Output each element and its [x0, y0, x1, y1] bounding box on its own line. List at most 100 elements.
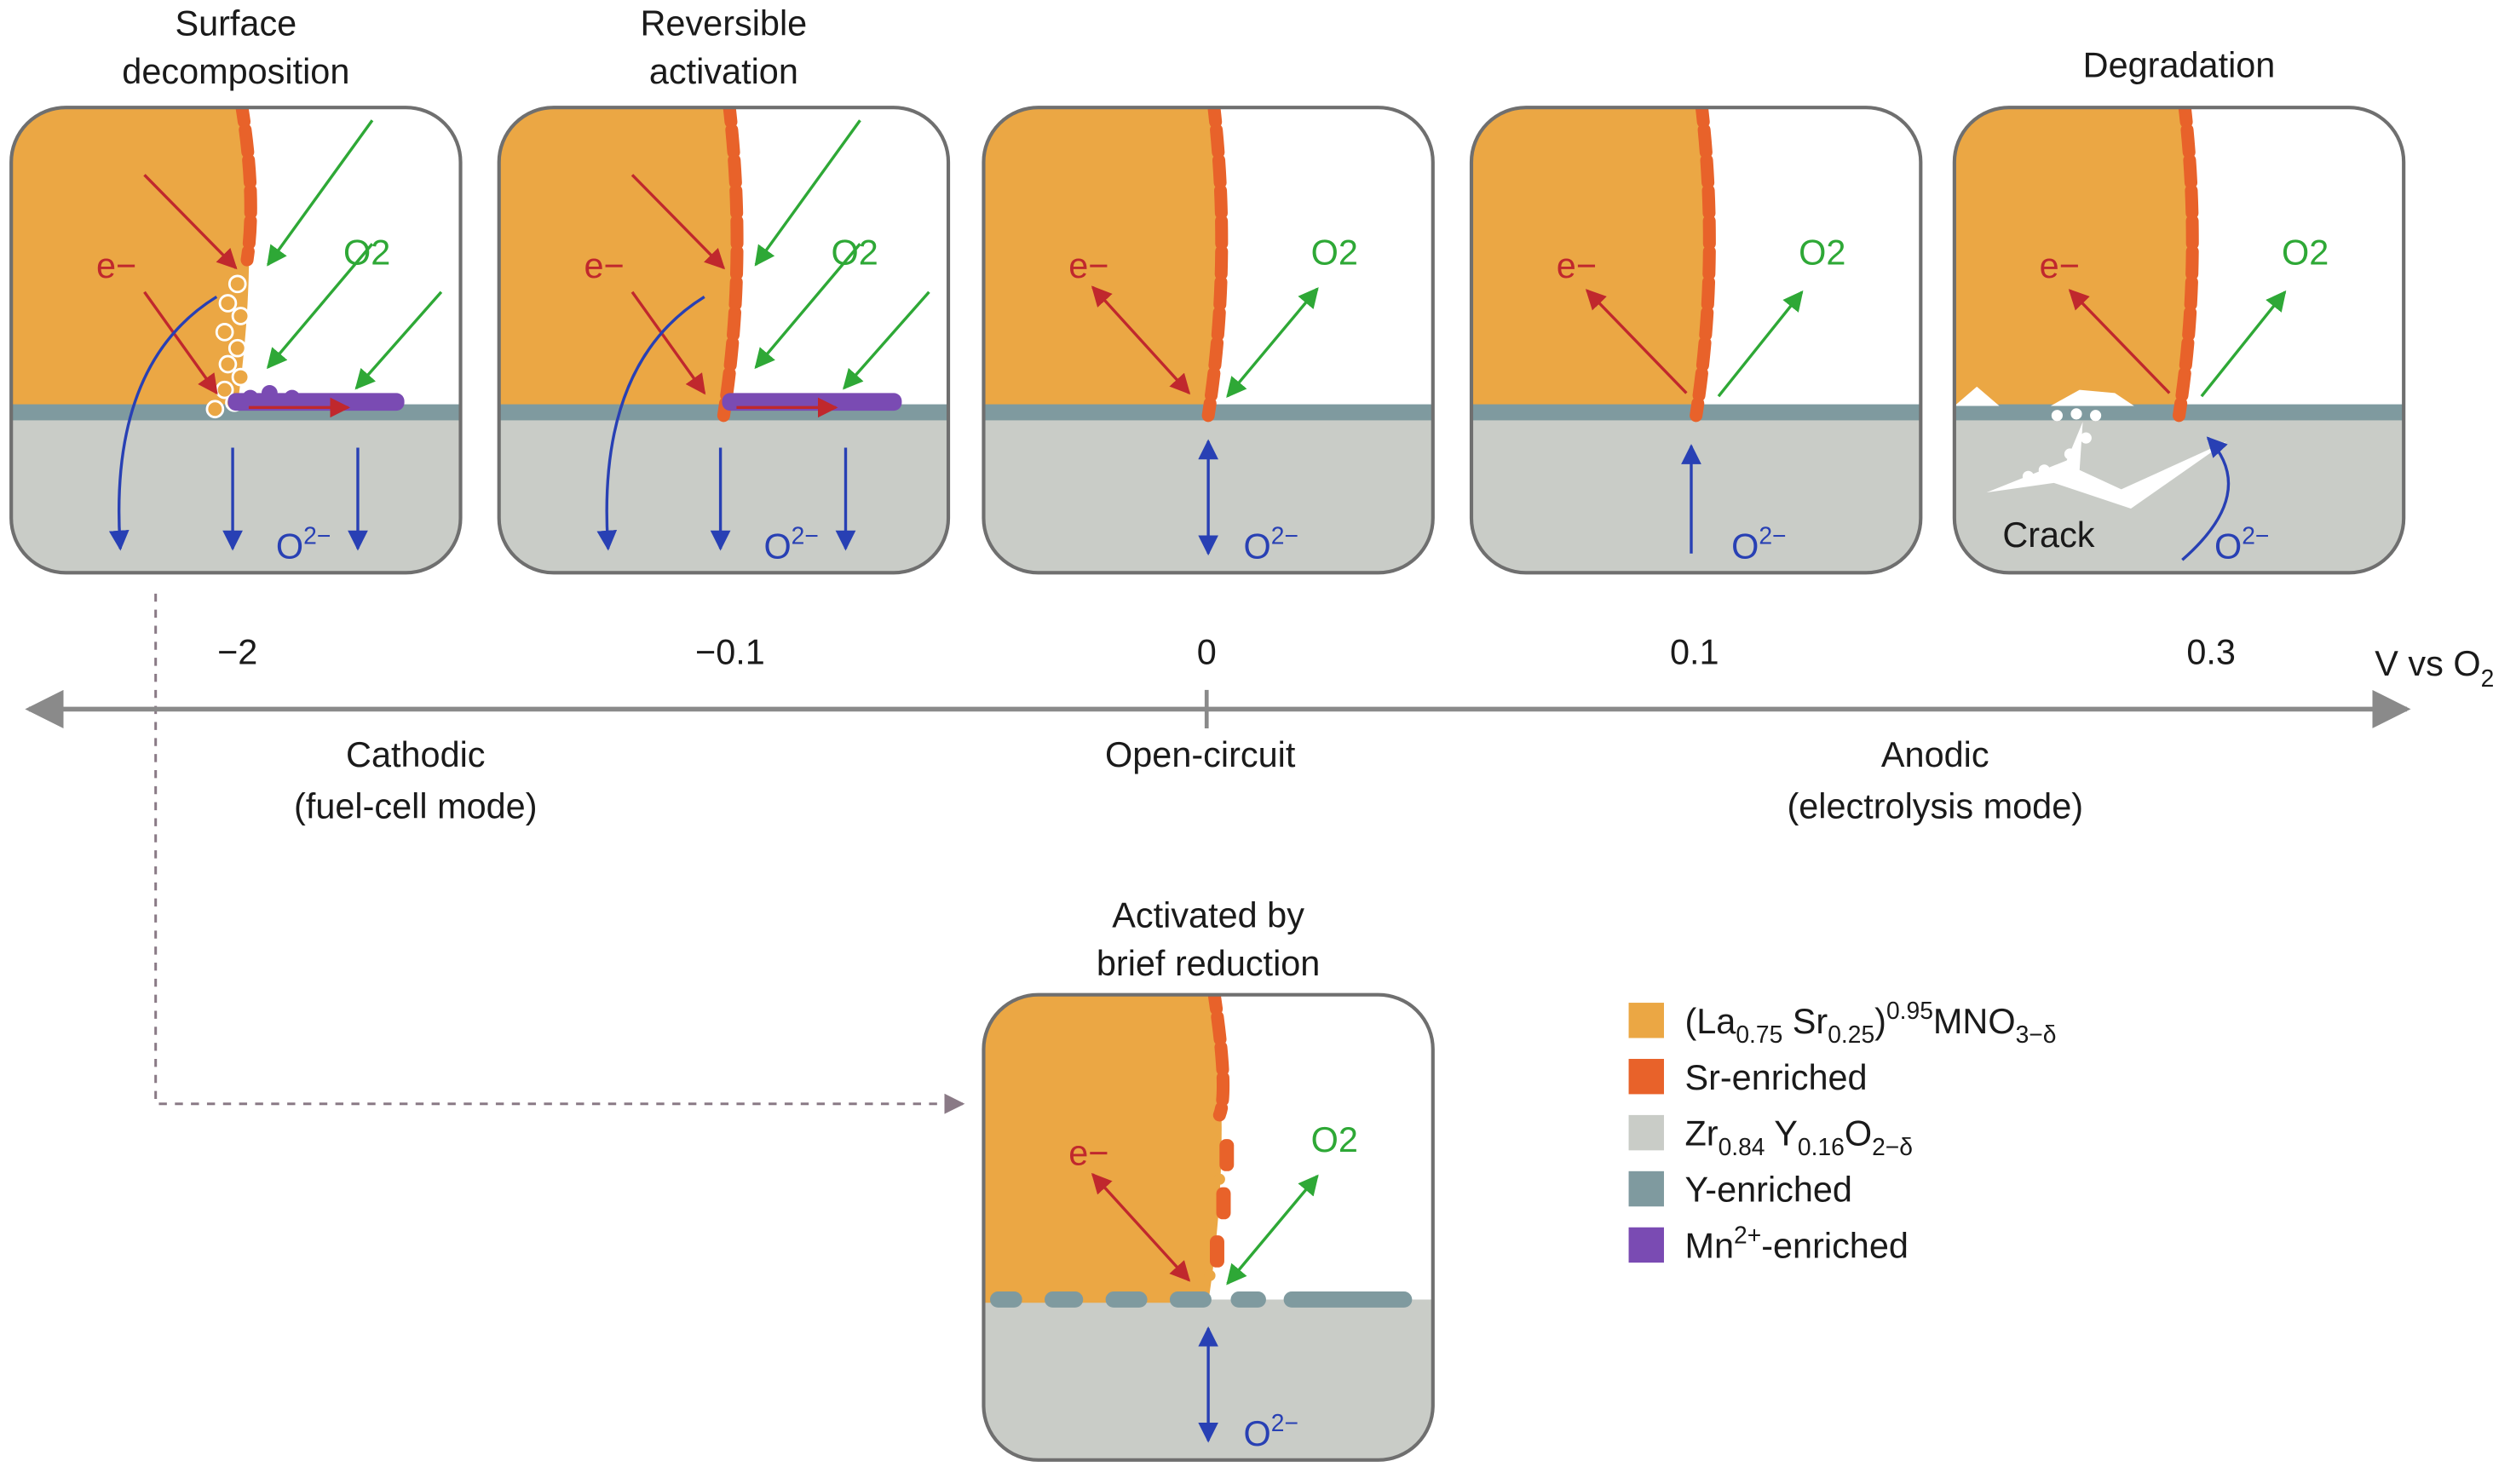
oxide-ion-charge: 2−	[2242, 521, 2269, 549]
sr-enriched-fragment	[1219, 1139, 1235, 1171]
oxygen-flow-arrow	[266, 243, 374, 370]
legend-label-part: 0.95	[1886, 997, 1933, 1024]
axis-region-label: Open-circuit	[1105, 734, 1296, 774]
legend-swatch	[1628, 1171, 1664, 1207]
voltage-tick-label: 0.3	[2186, 632, 2236, 672]
electron-label: e−	[1068, 245, 1108, 285]
oxide-ion-charge: 2−	[1271, 1409, 1298, 1436]
legend-label-part: 2+	[1734, 1222, 1761, 1249]
oxide-ion-base: O	[1731, 526, 1759, 566]
electron-flow-arrow	[1585, 289, 1688, 394]
y-enriched-segment	[1045, 1291, 1084, 1308]
y-enriched-segment	[1105, 1291, 1148, 1308]
legend-label-part: 3−δ	[2016, 1021, 2057, 1048]
legend-swatch	[1628, 1003, 1664, 1038]
voltage-tick-label: −0.1	[695, 632, 765, 672]
oxide-ion-label: O2−	[763, 521, 818, 566]
mn-particle	[284, 389, 301, 406]
axis-region-label: Cathodic	[346, 734, 485, 774]
void-particle	[2038, 464, 2050, 476]
electron-flow-arrow	[630, 290, 706, 395]
electron-label: e−	[1557, 245, 1597, 285]
panel-title-line: decomposition	[122, 51, 349, 91]
sr-enriched-layer	[1690, 107, 1716, 423]
electron-label: e−	[1068, 1132, 1108, 1172]
legend-label-part: (La	[1684, 1001, 1736, 1041]
y-enriched-segment	[989, 1291, 1022, 1308]
lsm-electrode-grain	[1954, 107, 2193, 416]
void-particle	[2022, 470, 2035, 482]
oxygen-flow-arrow	[354, 290, 443, 390]
oxide-ion-base: O	[2214, 526, 2242, 566]
delamination-bump	[1954, 386, 2000, 406]
panel-border	[982, 992, 1435, 1462]
panel-content	[1954, 107, 2404, 573]
y-enriched-segment	[1169, 1291, 1212, 1308]
panel-border	[1952, 106, 2406, 575]
legend-label-part: Zr	[1684, 1113, 1718, 1153]
delamination-bump	[2050, 389, 2134, 406]
decomposed-particle	[231, 367, 250, 387]
oxygen-label: O2	[1799, 233, 1845, 273]
axis-region-label: (fuel-cell mode)	[294, 785, 537, 825]
decomposed-particle	[227, 274, 247, 294]
legend-swatch	[1628, 1227, 1664, 1263]
electron-label: e−	[2040, 245, 2080, 285]
lsm-electrode-grain	[498, 107, 738, 416]
electron-flow-arrow	[1091, 1172, 1191, 1282]
sr-enriched-fragment	[1210, 1235, 1224, 1268]
void-particle	[2070, 408, 2082, 420]
sr-enriched-layer	[1206, 994, 1230, 1122]
oxide-ion-base: O	[1244, 526, 1271, 566]
decomposed-particle	[205, 400, 225, 419]
void-particle	[2089, 410, 2102, 422]
legend-label-part: Sr	[1782, 1001, 1828, 1041]
decomposed-particle	[215, 323, 234, 342]
surface-particle	[1213, 1173, 1225, 1185]
oxygen-label: O2	[1311, 1119, 1358, 1159]
lsm-electrode-grain	[11, 107, 250, 416]
panel-content	[1471, 107, 1921, 573]
panel-title-line: Surface	[175, 3, 297, 43]
zirconia-electrolyte	[1954, 412, 2404, 573]
electron-label: e−	[96, 245, 136, 285]
panel-border	[9, 106, 463, 575]
legend-label-part: 0.75	[1736, 1021, 1782, 1048]
legend-label: Sr-enriched	[1684, 1057, 1867, 1097]
panel-border	[982, 106, 1435, 575]
legend: (La0.75 Sr0.25)0.95MNO3−δSr-enrichedZr0.…	[1628, 997, 2057, 1266]
lsm-electrode-grain	[1471, 107, 1710, 416]
oxygen-flow-arrow	[1226, 1174, 1319, 1286]
legend-label-part: 0.25	[1828, 1021, 1874, 1048]
oxide-ion-label: O2−	[1731, 521, 1786, 566]
sr-enriched-fragment	[1216, 1187, 1231, 1220]
oxygen-label: O2	[832, 233, 878, 273]
oxygen-flow-arrow	[1717, 290, 1804, 398]
oxygen-flow-arrow	[2200, 290, 2287, 398]
oxide-ion-label: O2−	[1244, 1409, 1298, 1453]
ion-flow-arrow	[2181, 436, 2231, 561]
sr-enriched-layer	[717, 107, 744, 423]
zirconia-electrolyte	[498, 412, 949, 573]
oxide-ion-base: O	[763, 526, 791, 566]
decomposed-particle	[227, 338, 247, 358]
decomposed-particle	[218, 354, 238, 374]
zirconia-electrolyte	[1471, 412, 1921, 573]
voltage-tick-label: 0.1	[1670, 632, 1719, 672]
axis-unit-sub: 2	[2481, 664, 2495, 692]
oxygen-flow-arrow	[843, 290, 930, 390]
panel-border	[1469, 106, 1923, 575]
legend-label-part: 0.16	[1798, 1133, 1845, 1160]
oxide-ion-base: O	[276, 526, 303, 566]
legend-label-part: 0.84	[1719, 1133, 1765, 1160]
legend-label-part: MNO	[1933, 1001, 2016, 1041]
legend-label-part: Y-enriched	[1684, 1170, 1852, 1210]
legend-label: Y-enriched	[1684, 1170, 1852, 1210]
axis-region-label: (electrolysis mode)	[1787, 785, 2083, 825]
